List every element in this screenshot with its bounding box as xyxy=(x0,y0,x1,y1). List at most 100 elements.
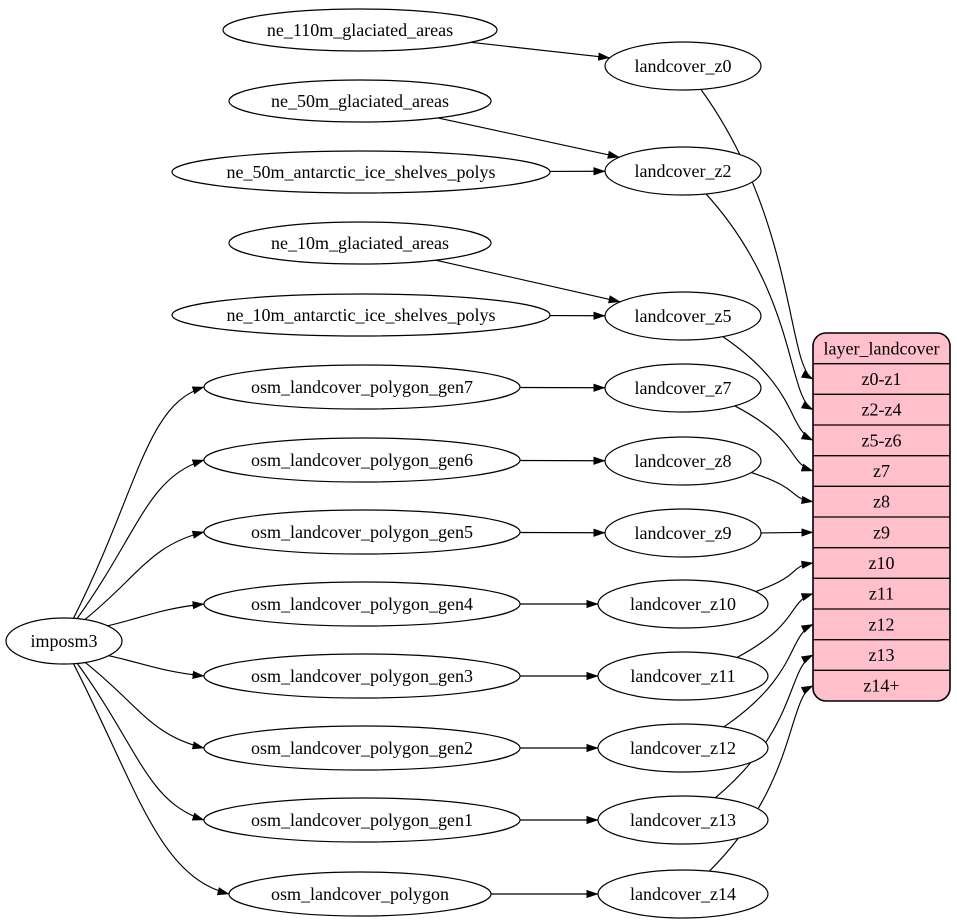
landcover_z0-label: landcover_z0 xyxy=(635,56,732,76)
osm_landcover_polygon_gen4-label: osm_landcover_polygon_gen4 xyxy=(251,594,473,614)
node-landcover_z2: landcover_z2 xyxy=(604,146,762,196)
edge-landcover_z9-z9 xyxy=(760,528,814,537)
table-row-label: z2-z4 xyxy=(862,400,902,420)
table-row-label: z8 xyxy=(873,492,890,512)
edge-ne_110m_glaciated_areas-landcover_z0 xyxy=(470,41,611,61)
edge-layer xyxy=(72,41,814,899)
edge-landcover_z0-z0-z1 xyxy=(700,89,814,380)
node-landcover_z12: landcover_z12 xyxy=(597,723,769,773)
landcover_z12-label: landcover_z12 xyxy=(630,738,736,758)
osm_landcover_polygon_gen4-shape xyxy=(203,581,521,627)
edge-imposm3-osm_landcover_polygon_gen4 xyxy=(107,601,205,627)
node-imposm3: imposm3 xyxy=(5,617,123,665)
ne_110m_glaciated_areas-label: ne_110m_glaciated_areas xyxy=(267,20,453,40)
node-ne_50m_glaciated_areas: ne_50m_glaciated_areas xyxy=(228,79,492,123)
landcover_z9-label: landcover_z9 xyxy=(635,523,732,543)
osm_landcover_polygon_gen7-label: osm_landcover_polygon_gen7 xyxy=(251,377,473,397)
ne_50m_glaciated_areas-shape xyxy=(228,79,492,123)
table-row-label: z14+ xyxy=(863,676,899,696)
osm_landcover_polygon_gen1-label: osm_landcover_polygon_gen1 xyxy=(251,810,473,830)
node-landcover_z9: landcover_z9 xyxy=(604,508,762,558)
edge-imposm3-osm_landcover_polygon_gen3 xyxy=(108,655,205,679)
edge-landcover_z11-z11 xyxy=(736,593,814,658)
edge-landcover_z12-z12 xyxy=(723,623,814,728)
landcover_z14-shape xyxy=(597,869,769,919)
landcover_z13-label: landcover_z13 xyxy=(630,810,736,830)
ne_10m_antarctic_ice_shelves_polys-label: ne_10m_antarctic_ice_shelves_polys xyxy=(227,305,496,325)
landcover_z14-label: landcover_z14 xyxy=(630,884,736,904)
edge-imposm3-osm_landcover_polygon xyxy=(72,663,230,896)
table-title: layer_landcover xyxy=(824,338,940,358)
node-osm_landcover_polygon_gen7: osm_landcover_polygon_gen7 xyxy=(203,364,521,410)
node-osm_landcover_polygon: osm_landcover_polygon xyxy=(228,871,492,917)
landcover_z2-label: landcover_z2 xyxy=(635,161,732,181)
ne_50m_antarctic_ice_shelves_polys-label: ne_50m_antarctic_ice_shelves_polys xyxy=(227,162,496,182)
osm_landcover_polygon_gen6-shape xyxy=(203,437,521,483)
edge-imposm3-osm_landcover_polygon_gen2 xyxy=(84,661,205,750)
ne_10m_antarctic_ice_shelves_polys-shape xyxy=(171,293,551,337)
osm_landcover_polygon_gen7-shape xyxy=(203,364,521,410)
imposm3-shape xyxy=(5,617,123,665)
table-row-label: z12 xyxy=(869,614,895,634)
landcover_z2-shape xyxy=(604,146,762,196)
table-row-label: z9 xyxy=(873,522,890,542)
table-row-label: z0-z1 xyxy=(862,369,902,389)
landcover_z10-label: landcover_z10 xyxy=(630,594,736,614)
edge-landcover_z2-z2-z4 xyxy=(705,193,814,411)
landcover_z8-shape xyxy=(604,436,762,486)
node-landcover_z13: landcover_z13 xyxy=(597,795,769,845)
node-osm_landcover_polygon_gen5: osm_landcover_polygon_gen5 xyxy=(203,509,521,555)
node-landcover_z14: landcover_z14 xyxy=(597,869,769,919)
node-ne_110m_glaciated_areas: ne_110m_glaciated_areas xyxy=(222,8,498,52)
node-landcover_z0: landcover_z0 xyxy=(604,41,762,91)
landcover_z7-shape xyxy=(604,363,762,413)
edge-landcover_z10-z10 xyxy=(755,560,814,593)
node-osm_landcover_polygon_gen4: osm_landcover_polygon_gen4 xyxy=(203,581,521,627)
node-ne_50m_antarctic_ice_shelves_polys: ne_50m_antarctic_ice_shelves_polys xyxy=(171,150,551,194)
landcover_z11-shape xyxy=(597,651,769,701)
edge-ne_10m_glaciated_areas-landcover_z5 xyxy=(435,259,621,304)
landcover_z0-shape xyxy=(604,41,762,91)
layer-landcover-table: layer_landcover z0-z1 z2-z4 z5-z6 z7 z8 z9 z10 z… xyxy=(812,332,951,702)
osm_landcover_polygon_gen5-label: osm_landcover_polygon_gen5 xyxy=(251,522,473,542)
edge-ne_50m_glaciated_areas-landcover_z2 xyxy=(437,117,620,159)
edge-imposm3-osm_landcover_polygon_gen5 xyxy=(84,530,205,620)
node-ne_10m_antarctic_ice_shelves_polys: ne_10m_antarctic_ice_shelves_polys xyxy=(171,293,551,337)
osm_landcover_polygon_gen1-shape xyxy=(203,797,521,843)
osm_landcover_polygon_gen2-shape xyxy=(203,725,521,771)
table-row-label: z10 xyxy=(869,553,895,573)
edge-imposm3-osm_landcover_polygon_gen6 xyxy=(76,459,205,619)
landcover_z5-shape xyxy=(604,291,762,341)
node-osm_landcover_polygon_gen2: osm_landcover_polygon_gen2 xyxy=(203,725,521,771)
ne_10m_glaciated_areas-label: ne_10m_glaciated_areas xyxy=(271,233,449,253)
node-osm_landcover_polygon_gen1: osm_landcover_polygon_gen1 xyxy=(203,797,521,843)
osm_landcover_polygon_gen2-label: osm_landcover_polygon_gen2 xyxy=(251,738,473,758)
osm_landcover_polygon-shape xyxy=(228,871,492,917)
table-row-label: z13 xyxy=(869,645,895,665)
edge-landcover_z8-z8 xyxy=(751,472,814,504)
landcover_z12-shape xyxy=(597,723,769,773)
node-ne_10m_glaciated_areas: ne_10m_glaciated_areas xyxy=(228,221,492,265)
node-landcover_z5: landcover_z5 xyxy=(604,291,762,341)
table-row-label: z7 xyxy=(873,461,890,481)
edge-landcover_z7-z7 xyxy=(734,405,814,472)
node-osm_landcover_polygon_gen6: osm_landcover_polygon_gen6 xyxy=(203,437,521,483)
ne_50m_glaciated_areas-label: ne_50m_glaciated_areas xyxy=(271,91,449,111)
landcover_z9-shape xyxy=(604,508,762,558)
node-landcover_z8: landcover_z8 xyxy=(604,436,762,486)
ne_110m_glaciated_areas-shape xyxy=(222,8,498,52)
table-row-label: z11 xyxy=(869,584,894,604)
osm_landcover_polygon_gen5-shape xyxy=(203,509,521,555)
osm_landcover_polygon-label: osm_landcover_polygon xyxy=(271,884,449,904)
landcover_z7-label: landcover_z7 xyxy=(635,378,732,398)
osm_landcover_polygon_gen3-label: osm_landcover_polygon_gen3 xyxy=(251,666,473,686)
edge-landcover_z13-z13 xyxy=(714,654,814,799)
node-osm_landcover_polygon_gen3: osm_landcover_polygon_gen3 xyxy=(203,653,521,699)
landcover_z13-shape xyxy=(597,795,769,845)
node-landcover_z10: landcover_z10 xyxy=(597,579,769,629)
imposm3-label: imposm3 xyxy=(30,631,97,651)
edge-imposm3-osm_landcover_polygon_gen1 xyxy=(76,663,205,821)
table-row-label: z5-z6 xyxy=(862,430,902,450)
osm_landcover_polygon_gen3-shape xyxy=(203,653,521,699)
